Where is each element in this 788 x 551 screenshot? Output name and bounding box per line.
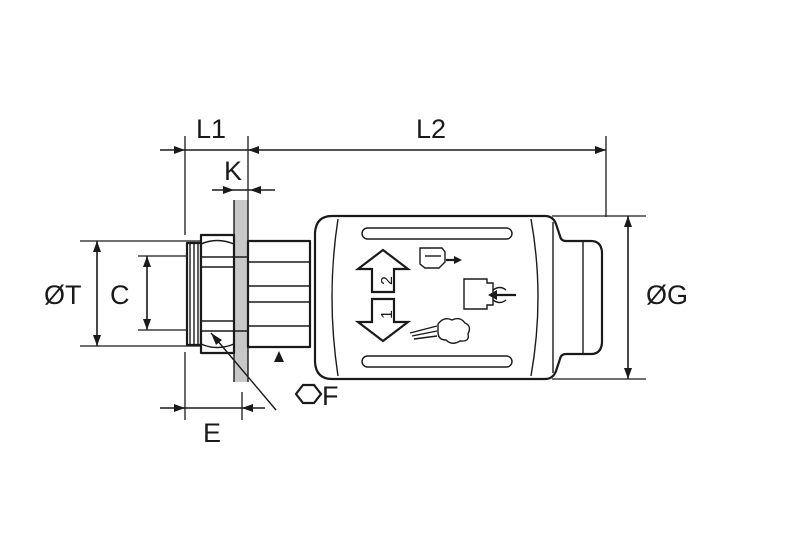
body-hex — [246, 239, 312, 349]
panel-wall — [233, 200, 249, 382]
grip-slot-bottom — [361, 355, 513, 368]
hex-nut — [199, 233, 236, 355]
dimension-l1-l2: L1 L2 — [160, 114, 607, 235]
hexagon-f-symbol: F — [294, 381, 339, 411]
label-l1: L1 — [196, 114, 226, 144]
label-e: E — [203, 418, 221, 448]
label-g: ØG — [646, 280, 688, 310]
threaded-stub — [185, 241, 203, 347]
position-label-2: 2 — [379, 276, 396, 285]
dimension-k: K — [212, 156, 275, 194]
leader-f — [210, 332, 284, 411]
exhaust-icon — [409, 317, 471, 344]
double-arrow-icon: 2 1 — [354, 248, 412, 343]
label-k: K — [224, 156, 242, 186]
flow-out-icon — [419, 247, 462, 269]
bore-lines — [201, 256, 248, 332]
grip-slot-top — [361, 227, 513, 240]
label-l2: L2 — [416, 114, 446, 144]
label-t: ØT — [44, 280, 82, 310]
hexagon-icon — [294, 383, 323, 405]
dimension-t-c: ØT C — [44, 240, 205, 347]
flow-in-icon — [463, 278, 516, 310]
dimension-g: ØG — [552, 215, 688, 380]
label-c: C — [110, 280, 130, 310]
sleeve-body — [313, 214, 604, 381]
label-f: F — [322, 381, 339, 411]
position-label-1: 1 — [379, 310, 396, 319]
dimension-e: E — [160, 352, 265, 448]
